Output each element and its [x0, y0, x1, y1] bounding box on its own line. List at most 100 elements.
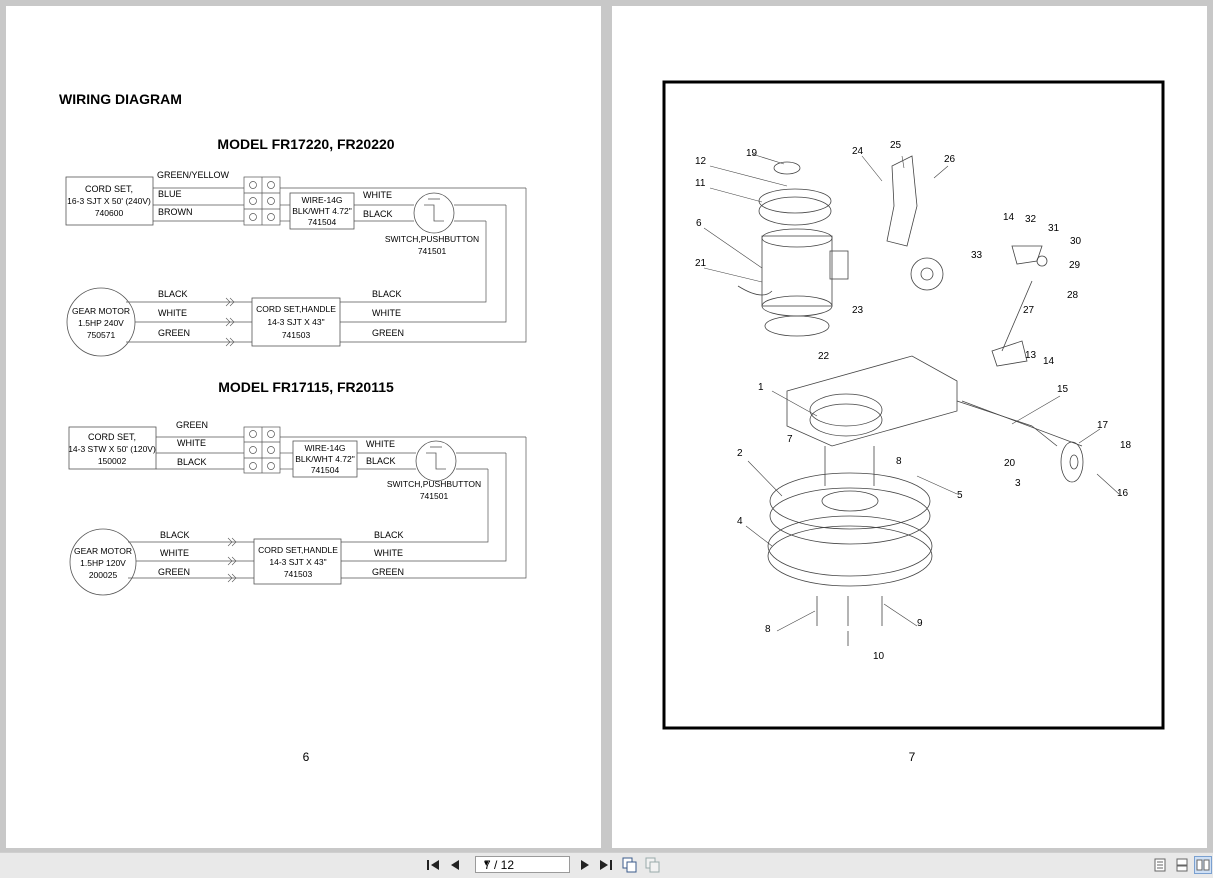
cord-set-box-1 — [65, 176, 154, 226]
motor-wire-black-2: BLACK — [160, 530, 190, 540]
motor-part-2: 200025 — [89, 570, 118, 580]
switch-label-2: SWITCH,PUSHBUTTON — [387, 479, 481, 489]
cord-set-label-2: CORD SET, — [88, 432, 136, 442]
wire-label-black-3: BLACK — [366, 456, 396, 466]
wire-label-black-2: BLACK — [177, 457, 207, 467]
wire-label-blue: BLUE — [158, 189, 182, 199]
copy-icon[interactable] — [621, 856, 639, 874]
callout-26: 26 — [944, 154, 956, 165]
next-page-icon[interactable] — [576, 856, 594, 874]
handle-cord-part-2: 741503 — [284, 569, 313, 579]
viewer-toolbar: 7 / 12 ▾ — [0, 852, 1213, 878]
wiring-diagrams: MODEL FR17220, FR20220 CORD SET, 16-3 SJ… — [65, 136, 527, 596]
callout-30: 30 — [1070, 236, 1082, 247]
callout-3: 3 — [1015, 478, 1021, 489]
switch-part-1: 741501 — [418, 246, 447, 256]
callout-2: 2 — [737, 448, 743, 459]
callout-11: 11 — [695, 178, 706, 189]
callout-16: 16 — [1117, 488, 1129, 499]
motor-wire-green-1: GREEN — [158, 328, 190, 338]
callout-8-bottom: 8 — [765, 624, 771, 635]
handle-wire-green-2: GREEN — [372, 567, 404, 577]
callout-33: 33 — [971, 250, 983, 261]
callout-20: 20 — [1004, 458, 1016, 469]
handle-cord-part-1: 741503 — [282, 330, 311, 340]
model-heading-1: MODEL FR17220, FR20220 — [217, 136, 394, 152]
callout-1: 1 — [758, 382, 764, 393]
switch-part-2: 741501 — [420, 491, 449, 501]
motor-wire-white-1: WHITE — [158, 308, 187, 318]
wire-box-part-2: 741504 — [311, 465, 340, 475]
callout-7: 7 — [787, 434, 793, 445]
callout-32: 32 — [1025, 214, 1037, 225]
last-page-icon[interactable] — [597, 856, 615, 874]
paste-icon[interactable] — [644, 856, 662, 874]
motor-label-2: GEAR MOTOR — [74, 546, 132, 556]
motor-wire-black-1: BLACK — [158, 289, 188, 299]
callout-15: 15 — [1057, 384, 1069, 395]
callout-29: 29 — [1069, 260, 1081, 271]
callout-8-mid: 8 — [896, 456, 902, 467]
page-number-left: 6 — [302, 750, 310, 764]
motor-spec-1: 1.5HP 240V — [78, 318, 124, 328]
page-number-select[interactable]: 7 / 12 ▾ — [475, 856, 570, 873]
single-page-view-icon[interactable] — [1151, 856, 1169, 874]
handle-cord-spec-1: 14-3 SJT X 43" — [267, 317, 324, 327]
callout-14: 14 — [1043, 356, 1055, 367]
wire-box-part-1: 741504 — [308, 217, 337, 227]
wire-box-label-1: WIRE-14G — [301, 195, 342, 205]
continuous-view-icon[interactable] — [1173, 856, 1191, 874]
handle-wire-white-2: WHITE — [374, 548, 403, 558]
cord-set-label-1: CORD SET, — [85, 184, 133, 194]
handle-cord-spec-2: 14-3 SJT X 43" — [269, 557, 326, 567]
motor-wire-white-2: WHITE — [160, 548, 189, 558]
parts-drawing — [737, 155, 1084, 646]
cord-set-box-2 — [68, 426, 157, 470]
chevron-down-icon: ▾ — [484, 858, 489, 868]
callout-17: 17 — [1097, 420, 1109, 431]
document-page-left: WIRING DIAGRAM MODEL FR17220, FR20220 CO… — [6, 6, 601, 848]
wire-label-black: BLACK — [363, 209, 393, 219]
callout-27: 27 — [1023, 305, 1035, 316]
handle-cord-label-1: CORD SET,HANDLE — [256, 304, 336, 314]
motor-spec-2: 1.5HP 120V — [80, 558, 126, 568]
cord-set-part-2: 150002 — [98, 456, 127, 466]
motor-wire-green-2: GREEN — [158, 567, 190, 577]
handle-wire-black-2: BLACK — [374, 530, 404, 540]
wire-label-white-2: WHITE — [177, 438, 206, 448]
page-number-right: 7 — [908, 750, 916, 764]
cord-set-part-1: 740600 — [95, 208, 124, 218]
model-heading-2: MODEL FR17115, FR20115 — [218, 379, 394, 395]
wire-box-1 — [289, 192, 355, 230]
handle-cord-box-2 — [253, 538, 342, 585]
callout-21: 21 — [695, 258, 707, 269]
diagram-frame — [662, 80, 1165, 730]
wiring-diagram-1: MODEL FR17220, FR20220 CORD SET, 16-3 SJ… — [65, 136, 527, 357]
handle-cord-box-1 — [251, 297, 341, 347]
callout-31: 31 — [1048, 223, 1060, 234]
callout-6: 6 — [696, 218, 702, 229]
callout-25: 25 — [890, 140, 902, 151]
terminal-block-1 — [243, 176, 281, 226]
handle-wire-black-1: BLACK — [372, 289, 402, 299]
callout-numbers: 19 12 11 6 21 24 25 26 14 32 31 30 33 29… — [695, 140, 1132, 662]
document-page-right: 19 12 11 6 21 24 25 26 14 32 31 30 33 29… — [612, 6, 1207, 848]
handle-cord-label-2: CORD SET,HANDLE — [258, 545, 338, 555]
callout-18: 18 — [1120, 440, 1132, 451]
wire-label-green: GREEN — [176, 420, 208, 430]
wire-box-spec-1: BLK/WHT 4.72" — [292, 206, 352, 216]
terminal-block-2 — [243, 426, 281, 474]
callout-10: 10 — [873, 651, 885, 662]
prev-page-icon[interactable] — [446, 856, 464, 874]
wire-label-brown: BROWN — [158, 207, 193, 217]
callout-9: 9 — [917, 618, 923, 629]
wire-box-label-2: WIRE-14G — [304, 443, 345, 453]
exploded-parts-diagram: 19 12 11 6 21 24 25 26 14 32 31 30 33 29… — [662, 80, 1165, 730]
callout-4: 4 — [737, 516, 743, 527]
two-page-view-icon[interactable] — [1194, 856, 1212, 874]
callout-28: 28 — [1067, 290, 1079, 301]
callout-23: 23 — [852, 305, 864, 316]
motor-part-1: 750571 — [87, 330, 116, 340]
wire-label-white-3: WHITE — [366, 439, 395, 449]
first-page-icon[interactable] — [424, 856, 442, 874]
